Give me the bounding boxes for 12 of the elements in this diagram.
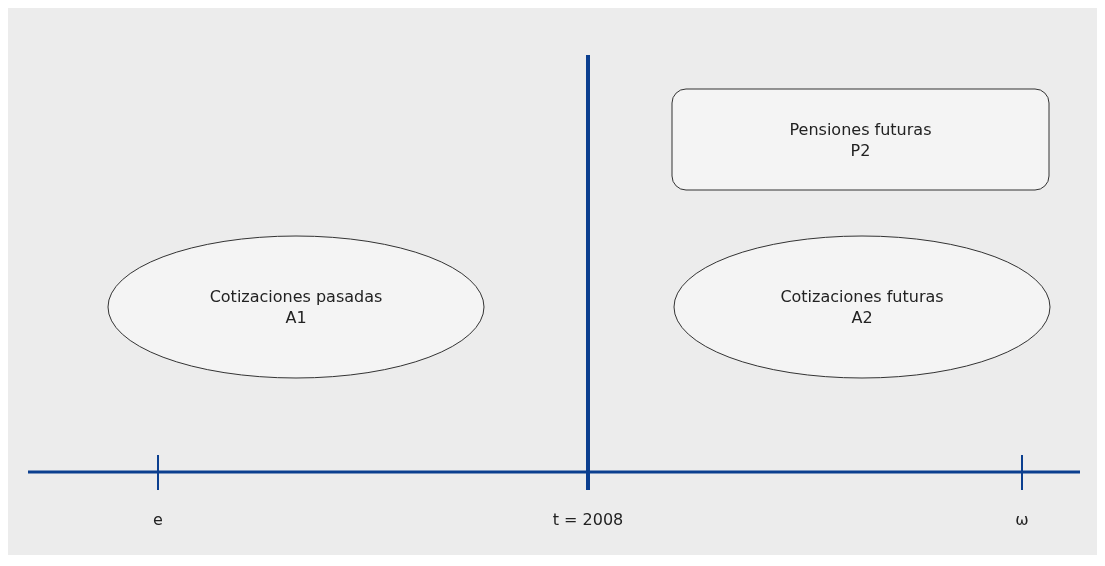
node-title: Cotizaciones futuras — [780, 286, 944, 307]
ellipse-node — [107, 235, 485, 379]
axis-label: e — [153, 510, 163, 529]
node-title: Pensiones futuras — [789, 118, 932, 140]
node-symbol: A1 — [285, 307, 307, 328]
node-symbol: A2 — [851, 307, 873, 328]
axis-label: t = 2008 — [552, 510, 624, 529]
node-title: Cotizaciones pasadas — [209, 286, 383, 307]
ellipse-node — [673, 235, 1051, 379]
node-symbol: P2 — [850, 139, 871, 161]
axis-label: ω — [1015, 510, 1029, 529]
rounded-box — [671, 88, 1050, 191]
